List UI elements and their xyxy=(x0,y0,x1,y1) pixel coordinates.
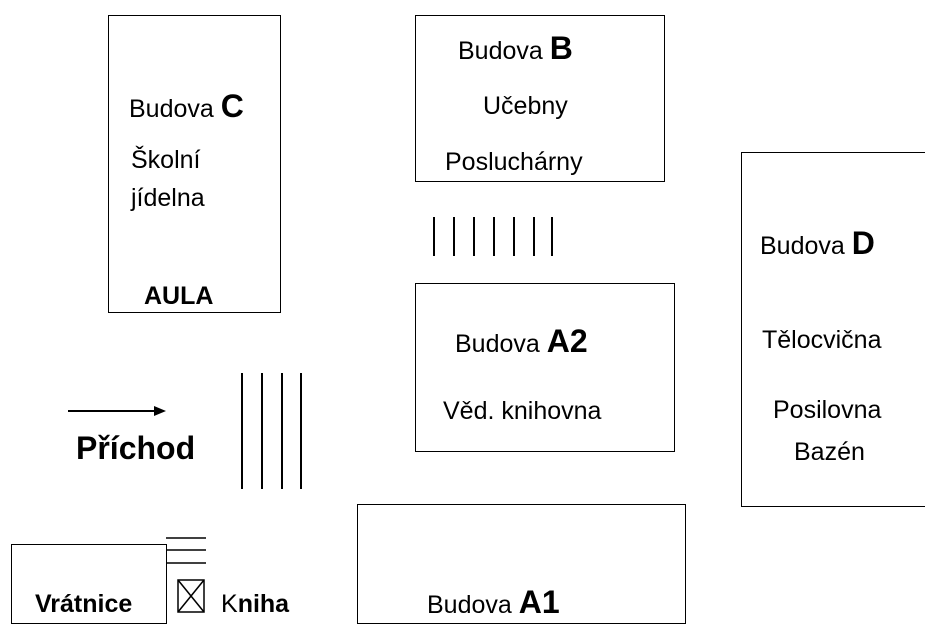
building-c-word: Budova xyxy=(129,95,214,123)
building-c-line1: Školní xyxy=(131,146,201,174)
crosswalk-entrance-stripe xyxy=(281,373,283,489)
building-d-title: Budova D xyxy=(760,227,875,259)
building-b-letter: B xyxy=(549,30,573,66)
crosswalk-entrance-stripe xyxy=(261,373,263,489)
building-d-line2: Posilovna xyxy=(773,396,882,424)
book-label-rest: niha xyxy=(237,590,290,618)
building-b xyxy=(415,15,665,182)
gatehouse-label: Vrátnice xyxy=(35,590,133,618)
building-a2-letter: A2 xyxy=(546,323,588,359)
book-label: Kniha xyxy=(221,592,289,617)
arrow-right-icon xyxy=(68,406,166,416)
gatehouse xyxy=(11,544,167,624)
building-a2-word: Budova xyxy=(455,330,540,358)
book-label-first: K xyxy=(221,590,238,618)
building-a2-title: Budova A2 xyxy=(455,325,588,357)
entrance-label: Příchod xyxy=(76,430,196,466)
building-b-line1: Učebny xyxy=(483,92,568,120)
crosswalk-upper-stripe xyxy=(493,217,495,256)
building-a1-word: Budova xyxy=(427,591,512,619)
crosswalk-upper-stripe xyxy=(533,217,535,256)
barrier-icon xyxy=(166,537,206,613)
crosswalk-upper-stripe xyxy=(433,217,435,256)
building-c xyxy=(108,15,281,313)
building-a2 xyxy=(415,283,675,452)
building-d xyxy=(741,152,925,507)
building-d-line3: Bazén xyxy=(794,438,865,466)
building-d-line1: Tělocvična xyxy=(762,326,882,354)
crosswalk-upper-stripe xyxy=(453,217,455,256)
building-d-word: Budova xyxy=(760,232,845,260)
building-c-line2: jídelna xyxy=(131,184,205,212)
building-a2-line1: Věd. knihovna xyxy=(443,397,602,425)
crosswalk-entrance-stripe xyxy=(300,373,302,489)
building-c-title: Budova C xyxy=(129,90,244,122)
building-c-letter: C xyxy=(220,88,244,124)
crosswalk-upper-stripe xyxy=(551,217,553,256)
building-d-letter: D xyxy=(851,225,875,261)
building-b-line2: Posluchárny xyxy=(445,148,583,176)
building-a1-title: Budova A1 xyxy=(427,586,560,618)
crosswalk-entrance-stripe xyxy=(241,373,243,489)
crosswalk-upper-stripe xyxy=(513,217,515,256)
building-c-aula: AULA xyxy=(144,282,214,310)
building-b-title: Budova B xyxy=(458,32,573,64)
building-b-word: Budova xyxy=(458,37,543,65)
building-a1-letter: A1 xyxy=(518,584,560,620)
crosswalk-upper-stripe xyxy=(473,217,475,256)
